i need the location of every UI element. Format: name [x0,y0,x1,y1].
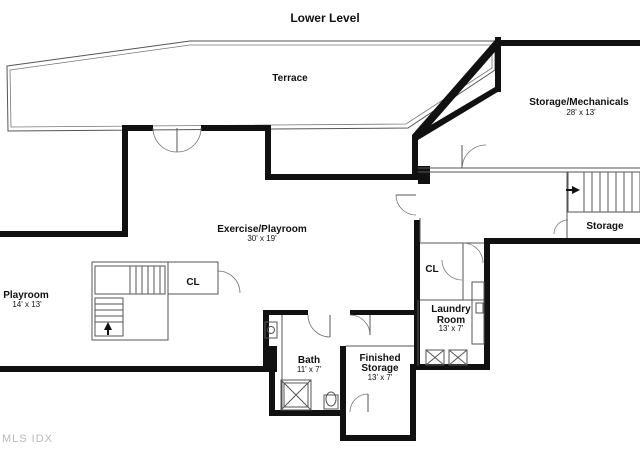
plan-title: Lower Level [290,11,359,25]
laundry-label-line1: Laundry [431,304,471,315]
right-stairs [566,171,640,213]
finished-storage-label-line2: Storage [361,363,399,374]
finished-storage-dims: 13' x 7' [368,373,393,382]
laundry-fixtures [425,281,485,366]
exercise-playroom-label: Exercise/Playroom [217,224,307,235]
left-closet [167,261,241,295]
finished-storage-label-line1: Finished [359,353,400,364]
door-swings [152,127,569,413]
walls [0,37,640,441]
left-stairs [91,261,169,341]
closet-left-label: CL [186,277,199,288]
exercise-playroom-dims: 30' x 19' [247,234,277,243]
watermark-text: MLS IDX [2,433,53,445]
playroom-dims: 14' x 13' [12,300,42,309]
storage-label: Storage [586,221,624,232]
bath-fixtures [264,321,339,411]
terrace-outline [6,40,496,132]
laundry-label-line2: Room [437,315,465,326]
closet-right-label: CL [425,264,438,275]
playroom-label: Playroom [3,290,49,301]
storage-mechanicals-dims: 28' x 13' [566,108,596,117]
room-labels: Terrace Storage/Mechanicals 28' x 13' Ex… [3,73,629,382]
bath-dims: 11' x 7' [297,365,322,374]
laundry-dims: 13' x 7' [439,324,464,333]
terrace-label: Terrace [272,73,308,84]
interior-lines [281,167,640,410]
bath-label: Bath [298,355,320,366]
storage-mechanicals-label: Storage/Mechanicals [529,97,629,108]
